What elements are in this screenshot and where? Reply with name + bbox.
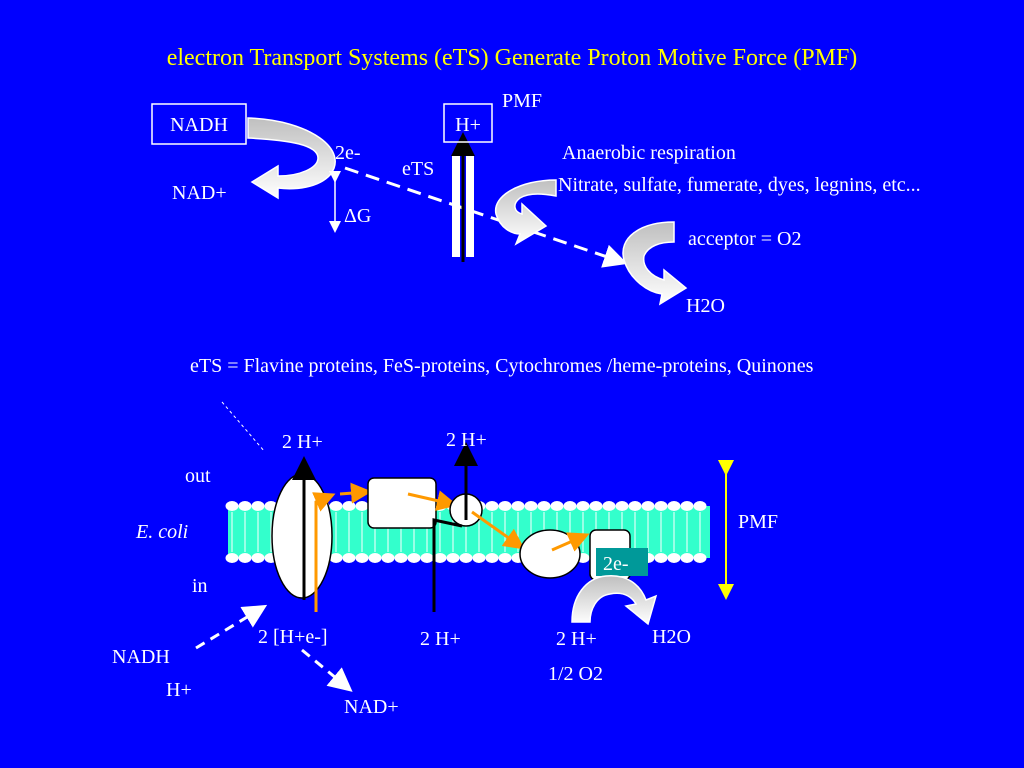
lipid-head	[446, 553, 460, 563]
top-h2o-label: H2O	[686, 295, 725, 317]
oxidase-ellipse	[519, 529, 581, 579]
two-h-right-label: 2 H+	[556, 628, 597, 650]
lipid-head	[225, 553, 239, 563]
lipid-head	[693, 501, 707, 511]
electron-path-segment-3	[407, 490, 458, 511]
membrane-bar-right	[466, 155, 474, 257]
lipid-head	[251, 553, 265, 563]
nadh-to-nad-curved-arrow	[247, 117, 336, 200]
two-h-left-label: 2 H+	[282, 431, 323, 453]
lipid-head	[225, 501, 239, 511]
lipid-head	[329, 553, 343, 563]
quinone-box	[367, 477, 437, 529]
lipid-head	[576, 501, 590, 511]
electron-path-segment-2	[339, 482, 372, 504]
bottom-nadh-label: NADH	[112, 646, 170, 668]
organism-label: E. coli	[135, 521, 188, 543]
two-h-top-label: 2 H+	[446, 429, 487, 451]
bottom-h2o-label: H2O	[652, 626, 691, 648]
half-o2-label: 1/2 O2	[548, 663, 603, 685]
lipid-head	[459, 553, 473, 563]
h-plus-box	[443, 103, 493, 143]
top-pmf-label: PMF	[502, 90, 542, 112]
alternative-acceptors-label: Nitrate, sulfate, fumerate, dyes, legnin…	[558, 174, 921, 196]
top-nad-plus-label: NAD+	[172, 182, 227, 204]
slide-title: electron Transport Systems (eTS) Generat…	[167, 45, 858, 71]
lipid-head	[550, 501, 564, 511]
lipid-head	[693, 553, 707, 563]
top-nadh-label: NADH	[170, 114, 228, 136]
lipid-head	[407, 553, 421, 563]
lipid-head	[667, 553, 681, 563]
in-label: in	[192, 575, 208, 597]
nadh-input-dashed-arrow	[195, 604, 268, 650]
acceptor-o2-label: acceptor = O2	[688, 228, 801, 250]
two-h-electron-label: 2 [H+e-]	[258, 626, 328, 648]
lipid-head	[602, 501, 616, 511]
lipid-head	[355, 501, 369, 511]
electron-flow-dashed-arrow	[344, 166, 628, 268]
nad-output-dashed-arrow	[301, 648, 353, 692]
lipid-head	[485, 501, 499, 511]
lipid-head	[472, 553, 486, 563]
lipid-head	[355, 553, 369, 563]
electron-path-segment-5	[551, 532, 590, 552]
lipid-head	[498, 501, 512, 511]
pointer-dotted-line	[221, 401, 266, 453]
lipid-head	[238, 553, 252, 563]
bottom-nad-plus-label: NAD+	[344, 696, 399, 718]
nadh-box	[151, 103, 247, 145]
lipid-head	[680, 501, 694, 511]
lipid-head	[342, 553, 356, 563]
lipid-head	[654, 553, 668, 563]
lipid-head	[524, 501, 538, 511]
lipid-head	[251, 501, 265, 511]
lipid-head	[394, 553, 408, 563]
lipid-head	[680, 553, 694, 563]
anaerobic-curved-arrow	[494, 179, 557, 246]
lipid-head	[628, 501, 642, 511]
lipid-head	[511, 501, 525, 511]
top-two-electrons-label: 2e-	[335, 142, 361, 164]
anaerobic-respiration-label: Anaerobic respiration	[562, 142, 736, 164]
lipid-head	[485, 553, 499, 563]
oxygen-curved-arrow	[622, 221, 688, 306]
lipid-head	[537, 501, 551, 511]
lipid-head	[433, 553, 447, 563]
lipid-head	[667, 501, 681, 511]
lipid-head	[563, 501, 577, 511]
membrane-bar-left	[452, 155, 460, 257]
lipid-head	[641, 501, 655, 511]
two-e-box	[596, 548, 648, 576]
lipid-head	[654, 501, 668, 511]
delta-g-label: ΔG	[344, 205, 371, 227]
lipid-head	[238, 501, 252, 511]
top-h-plus-label: H+	[455, 114, 481, 136]
two-h-mid-label: 2 H+	[420, 628, 461, 650]
top-ets-label: eTS	[402, 158, 434, 180]
lipid-head	[368, 553, 382, 563]
lipid-head	[329, 501, 343, 511]
out-label: out	[185, 465, 211, 487]
lipid-head	[498, 553, 512, 563]
lipid-head	[615, 501, 629, 511]
lipid-head	[420, 553, 434, 563]
ets-definition: eTS = Flavine proteins, FeS-proteins, Cy…	[190, 355, 814, 377]
lipid-head	[589, 501, 603, 511]
proton-uptake-line	[432, 518, 463, 612]
oxygen-to-water-curved-arrow	[571, 575, 658, 626]
lipid-head	[342, 501, 356, 511]
two-e-box-label: 2e-	[603, 553, 629, 575]
electron-path-segment-4	[471, 510, 525, 550]
nadh-dehydrogenase-complex	[271, 473, 333, 599]
bottom-h-plus-label: H+	[166, 679, 192, 701]
lipid-head	[381, 553, 395, 563]
bottom-pmf-label: PMF	[738, 511, 778, 533]
electron-path-segment-1	[312, 492, 336, 612]
